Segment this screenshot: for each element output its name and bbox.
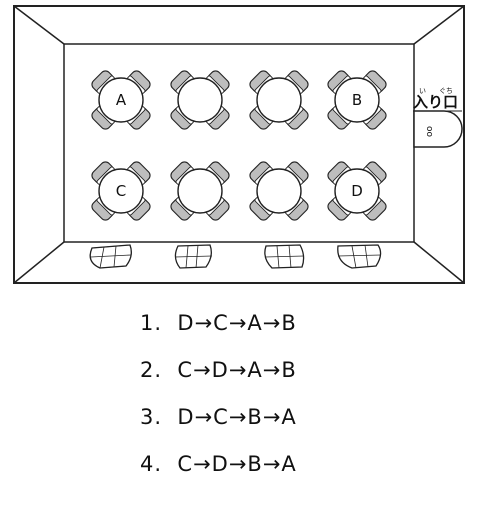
- round-table: [256, 77, 302, 123]
- answer-options: 1. D→C→A→B 2. C→D→A→B 3. D→C→B→A 4. C→D→…: [140, 300, 440, 488]
- restaurant-floor-diagram: A B C D い ぐち 入り口 oo: [13, 5, 465, 284]
- table-group: B: [327, 70, 387, 130]
- entrance-door: [413, 110, 463, 148]
- entrance-label: 入り口: [413, 93, 458, 111]
- round-table: [256, 168, 302, 214]
- floor-mat: [174, 244, 213, 269]
- option-text: C→D→A→B: [177, 358, 297, 382]
- option-text: C→D→B→A: [177, 452, 297, 476]
- entrance-ruby-kuchi: ぐち: [439, 87, 453, 95]
- table-label: A: [116, 91, 127, 109]
- table-group: C: [91, 161, 151, 221]
- table-group: [170, 70, 230, 130]
- table-group: [249, 70, 309, 130]
- entrance: い ぐち 入り口 oo: [413, 87, 463, 148]
- round-table: [177, 168, 223, 214]
- entrance-door-mark: oo: [424, 126, 434, 138]
- wall-corner-line: [13, 5, 65, 45]
- table-label: D: [351, 182, 363, 200]
- answer-option-2[interactable]: 2. C→D→A→B: [140, 347, 440, 394]
- table-group: [170, 161, 230, 221]
- option-text: D→C→B→A: [177, 405, 297, 429]
- option-text: D→C→A→B: [177, 311, 297, 335]
- wall-corner-line: [413, 241, 465, 284]
- wall-corner-line: [413, 5, 465, 45]
- bottom-wall-mats: [89, 244, 382, 269]
- round-table: [334, 77, 380, 123]
- answer-option-3[interactable]: 3. D→C→B→A: [140, 394, 440, 441]
- round-table: [98, 168, 144, 214]
- entrance-ruby-i: い: [419, 87, 426, 95]
- option-number: 2.: [140, 358, 163, 382]
- answer-option-4[interactable]: 4. C→D→B→A: [140, 441, 440, 488]
- wall-corner-line: [13, 241, 65, 284]
- answer-option-1[interactable]: 1. D→C→A→B: [140, 300, 440, 347]
- table-group: D: [327, 161, 387, 221]
- tables-layer: A B C D: [91, 70, 387, 221]
- table-group: [249, 161, 309, 221]
- round-table: [177, 77, 223, 123]
- round-table: [334, 168, 380, 214]
- floor-mat: [337, 244, 382, 269]
- floor-mat: [89, 244, 132, 269]
- option-number: 4.: [140, 452, 163, 476]
- table-group: A: [91, 70, 151, 130]
- table-label: C: [116, 182, 126, 200]
- floor-mat: [264, 244, 305, 269]
- option-number: 3.: [140, 405, 163, 429]
- round-table: [98, 77, 144, 123]
- table-label: B: [352, 91, 362, 109]
- option-number: 1.: [140, 311, 163, 335]
